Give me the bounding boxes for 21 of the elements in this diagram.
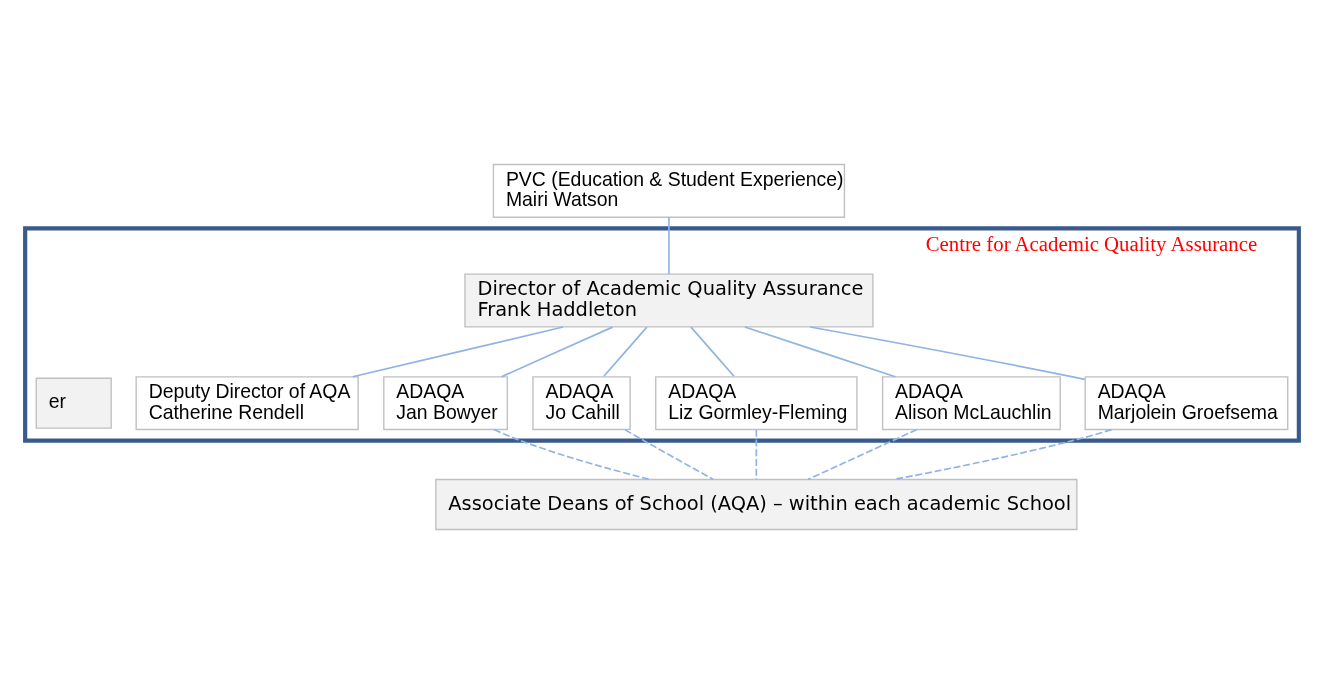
connector [603,325,648,377]
node-box: ADAQA Liz Gormley-Fleming [655,375,858,430]
node-box: ADAQA Jan Bowyer [383,375,508,430]
node-box: er [35,377,112,429]
node-box: ADAQA Alison McLauchlin [881,375,1061,430]
connector [809,325,1086,380]
node-box: ADAQA Marjolein Groefsema [1084,375,1289,430]
connector [755,428,758,480]
connector [744,325,897,378]
connector [500,325,614,378]
node-box: Deputy Director of AQA Catherine Rendell [135,375,359,430]
connector [807,428,918,480]
connector [668,216,670,275]
node-box: PVC (Education & Student Experience) Mairi Watson [492,163,846,218]
connector [624,428,714,480]
node-box: Director of Academic Quality Assurance Frank Haddleton [464,272,874,328]
connector [351,325,564,378]
connector [690,325,735,377]
node-box: Associate Deans of School (AQA) – within each academic School [435,478,1078,530]
connector [493,428,651,480]
node-box: ADAQA Jo Cahill [532,375,631,430]
